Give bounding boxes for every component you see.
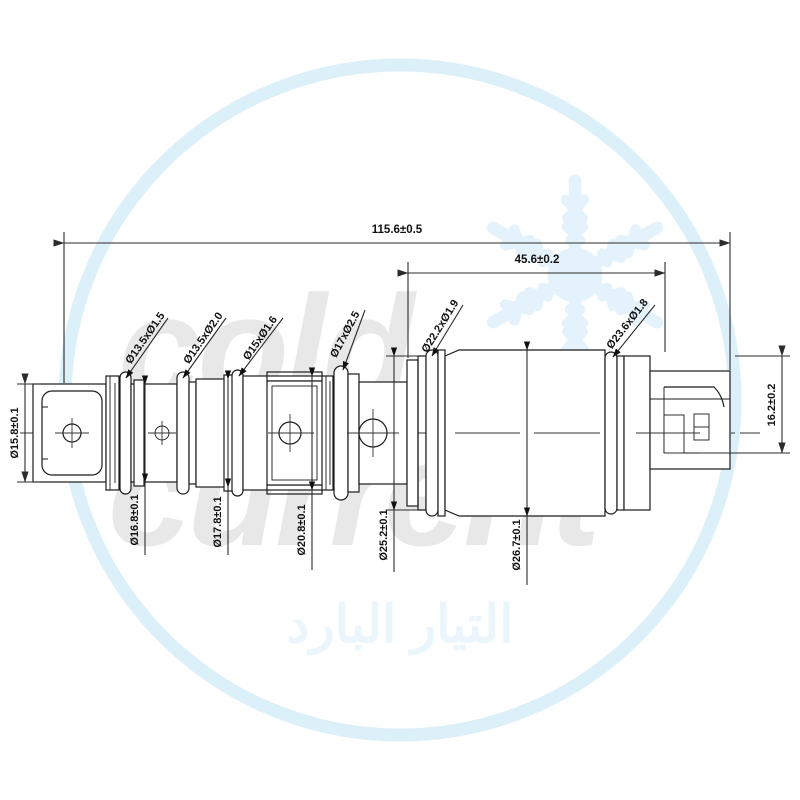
shaft-16-8 [130, 379, 178, 487]
collar-1 [105, 375, 120, 491]
callout-label-oring-2: Ø13.5xØ2.0 [181, 310, 225, 366]
callout-oring-1: Ø13.5xØ1.5 [123, 310, 169, 379]
dim-label-body-length: 45.6±0.2 [515, 254, 560, 266]
dim-label-dia-left-end: Ø15.8±0.1 [9, 407, 21, 458]
oring-seal-6 [604, 351, 625, 515]
callout-label-oring-1: Ø13.5xØ1.5 [123, 310, 167, 366]
valve-part-geometry [20, 349, 760, 517]
callout-oring-3: Ø15xØ1.6 [238, 314, 284, 377]
dim-label-dia-20-8: Ø20.8±0.1 [296, 504, 308, 555]
oring-seal-5 [425, 349, 446, 517]
main-body [444, 349, 606, 517]
callout-oring-2: Ø13.5xØ2.0 [181, 310, 227, 379]
shoulder-section [347, 373, 408, 493]
oring-seal-3 [231, 369, 244, 497]
dim-dia-17-8: Ø17.8±0.1 [212, 370, 232, 555]
callout-label-oring-5: Ø22.2xØ1.9 [419, 298, 461, 355]
dim-label-dia-25-2: Ø25.2±0.1 [378, 509, 390, 560]
oring-seal-1 [119, 371, 132, 495]
dim-dia-26-7: Ø26.7±0.1 [511, 341, 531, 585]
spool-with-screen [242, 371, 334, 495]
dim-label-dia-17-8: Ø17.8±0.1 [212, 496, 224, 547]
callout-oring-4: Ø17xØ2.5 [328, 309, 366, 371]
dim-overall-length: 115.6±0.5 [53, 224, 731, 383]
left-end-cap [32, 383, 107, 483]
dim-label-dia-26-7: Ø26.7±0.1 [511, 519, 523, 570]
dim-body-length: 45.6±0.2 [397, 254, 666, 358]
dim-label-connector-height: 16.2±0.2 [766, 384, 778, 427]
electrical-connector [636, 370, 731, 470]
dim-label-dia-16-8: Ø16.8±0.1 [129, 494, 141, 545]
oring-seal-2 [176, 371, 197, 495]
dim-dia-25-2: Ø25.2±0.1 [378, 347, 418, 572]
dim-label-overall-length: 115.6±0.5 [372, 224, 423, 236]
callout-label-oring-3: Ø15xØ1.6 [241, 314, 280, 362]
dim-dia-left-end: Ø15.8±0.1 [9, 373, 40, 483]
connector-pin-block [663, 414, 685, 454]
dim-connector-height: 16.2±0.2 [700, 345, 790, 454]
callout-label-oring-6: Ø23.6xØ1.8 [604, 297, 650, 352]
callout-oring-6: Ø23.6xØ1.8 [604, 297, 656, 358]
callout-label-oring-4: Ø17xØ2.5 [328, 309, 362, 359]
watermark-arabic: التيار البارد [286, 596, 513, 656]
callout-oring-5: Ø22.2xØ1.9 [419, 298, 464, 357]
dimension-layer: 115.6±0.5 45.6±0.2 Ø15.8±0.1 16.2±0.2 [9, 224, 790, 585]
snowflake-icon [479, 174, 671, 376]
oring-seal-4 [333, 365, 349, 501]
dim-dia-20-8: Ø20.8±0.1 [296, 367, 316, 570]
dim-dia-16-8: Ø16.8±0.1 [129, 375, 149, 555]
